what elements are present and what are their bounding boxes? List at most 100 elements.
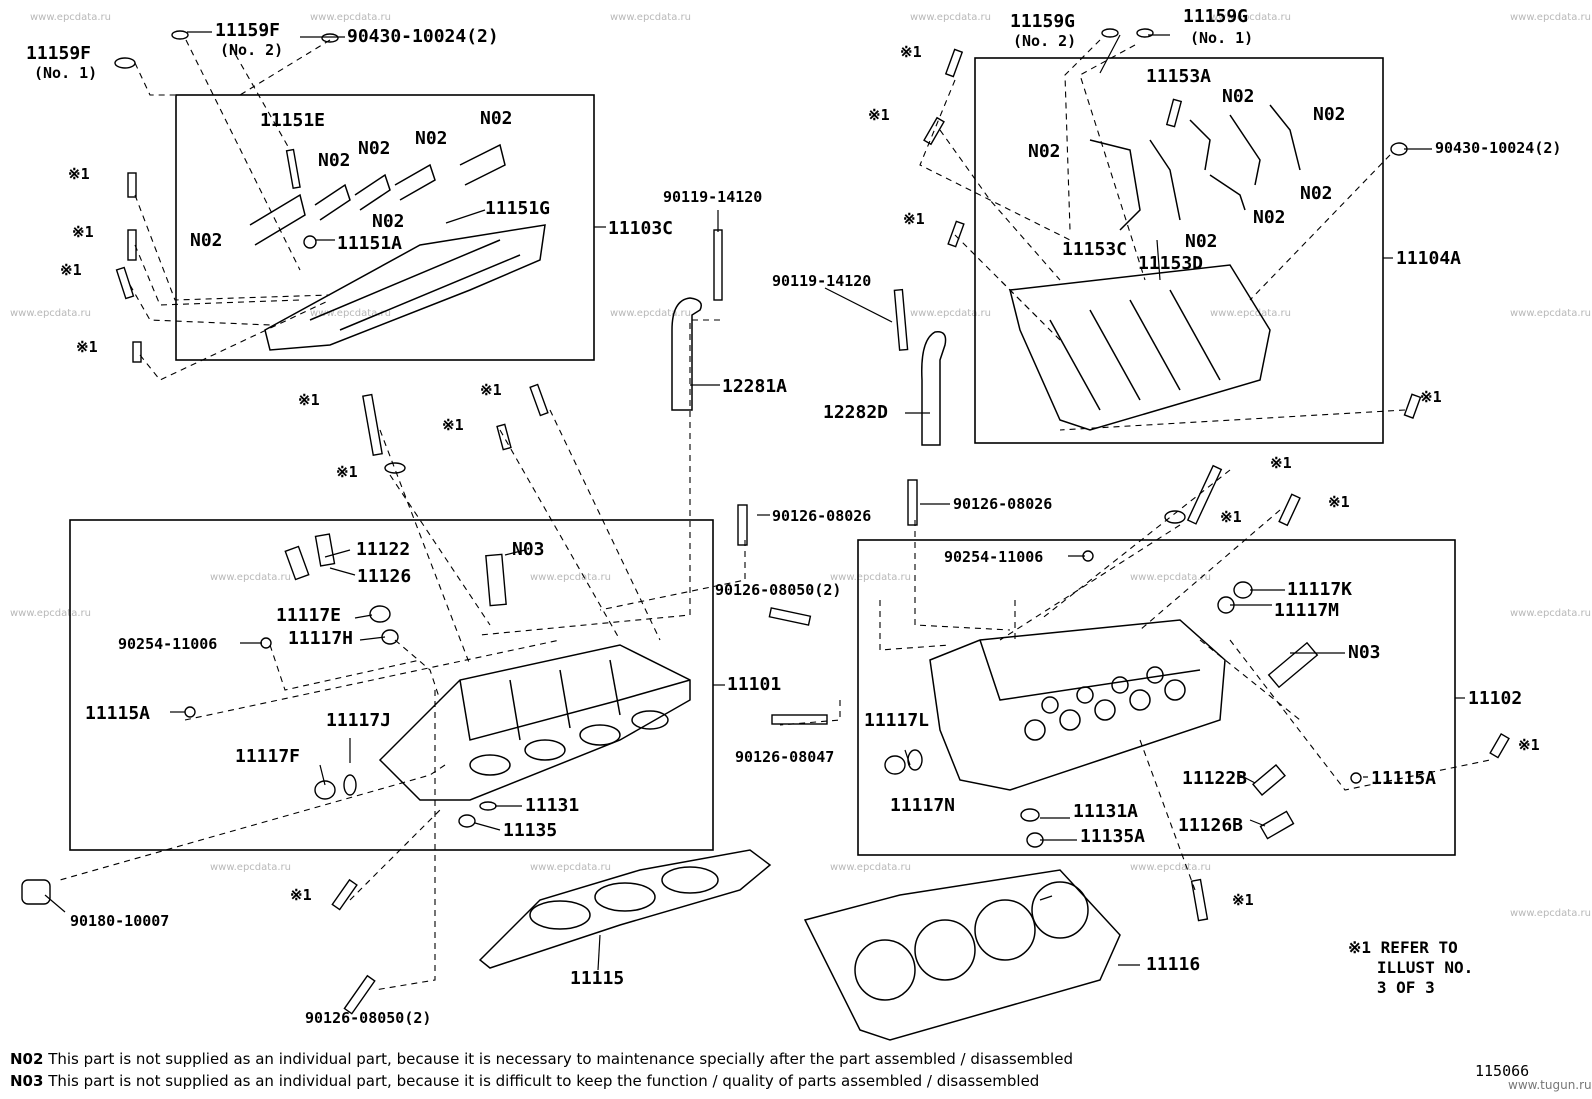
label-90126-08050-b[interactable]: 90126-08050(2): [305, 1009, 432, 1027]
bolt: [1403, 393, 1422, 419]
label-11117F[interactable]: 11117F: [235, 746, 301, 767]
footnote-code: N03: [10, 1072, 44, 1090]
label-11104A[interactable]: 11104A: [1396, 248, 1462, 269]
label-11153D[interactable]: 11153D: [1138, 253, 1204, 274]
label-11151A[interactable]: 11151A: [337, 233, 403, 254]
label-n03: N03: [1348, 642, 1381, 663]
label-11115[interactable]: 11115: [570, 968, 625, 989]
watermark: www.epcdata.ru: [210, 862, 291, 873]
label-11117K[interactable]: 11117K: [1287, 579, 1353, 600]
watermark: www.epcdata.ru: [10, 608, 91, 619]
label-n02: N02: [1222, 86, 1255, 107]
label-11117J[interactable]: 11117J: [326, 710, 392, 731]
cam-housing-right: [1009, 104, 1301, 431]
label-11122B[interactable]: 11122B: [1182, 768, 1248, 789]
label-90126-08047[interactable]: 90126-08047: [735, 748, 835, 766]
frame-11104A: [974, 57, 1384, 444]
label-ref1: ※1: [60, 261, 82, 279]
dowel: [1252, 764, 1286, 796]
label-11117N[interactable]: 11117N: [890, 795, 956, 816]
footnote-n03: N03 This part is not supplied as an indi…: [10, 1072, 1039, 1090]
label-90126-08026-a[interactable]: 90126-08026: [772, 507, 872, 525]
watermark: www.epcdata.ru: [310, 308, 391, 319]
label-ref1: ※1: [72, 223, 94, 241]
label-11122[interactable]: 11122: [356, 539, 411, 560]
label-11159G-no2[interactable]: 11159G: [1010, 11, 1076, 32]
label-11126[interactable]: 11126: [357, 566, 412, 587]
label-11151G[interactable]: 11151G: [485, 198, 551, 219]
bolt: [944, 48, 964, 78]
watermark: www.epcdata.ru: [1510, 608, 1591, 619]
bolt: [1278, 493, 1301, 527]
watermark: www.epcdata.ru: [1130, 572, 1211, 583]
label-11159G-no1-qualifier: (No. 1): [1190, 29, 1254, 47]
label-n02: N02: [358, 138, 391, 159]
label-90119-14120-a[interactable]: 90119-14120: [663, 188, 763, 206]
label-90180-10007[interactable]: 90180-10007: [70, 912, 170, 930]
stud: [713, 229, 723, 301]
label-ref1: ※1: [68, 165, 90, 183]
bolt: [923, 116, 945, 146]
label-11159F-no2[interactable]: 11159F: [215, 20, 281, 41]
bolt: [127, 172, 137, 198]
diagram-code: 115066: [1475, 1062, 1530, 1080]
label-n02: N02: [1028, 141, 1061, 162]
label-11115A-left[interactable]: 11115A: [85, 703, 151, 724]
dowel: [485, 553, 507, 607]
label-90119-14120-b[interactable]: 90119-14120: [772, 272, 872, 290]
watermark: www.epcdata.ru: [1510, 12, 1591, 23]
label-11153C[interactable]: 11153C: [1062, 239, 1128, 260]
label-ref1: ※1: [1328, 493, 1350, 511]
label-11117L[interactable]: 11117L: [864, 710, 930, 731]
label-90430-left[interactable]: 90430-10024(2): [347, 26, 499, 47]
label-90126-08026-b[interactable]: 90126-08026: [953, 495, 1053, 513]
label-90254-left[interactable]: 90254-11006: [118, 635, 218, 653]
label-11159G-no1[interactable]: 11159G: [1183, 6, 1249, 27]
label-n03: N03: [512, 539, 545, 560]
label-n02: N02: [415, 128, 448, 149]
bolt: [127, 229, 137, 261]
label-11135A[interactable]: 11135A: [1080, 826, 1146, 847]
label-11126B[interactable]: 11126B: [1178, 815, 1244, 836]
bolt: [115, 266, 135, 300]
label-11117E[interactable]: 11117E: [276, 605, 342, 626]
footnote-n02: N02 This part is not supplied as an indi…: [10, 1050, 1073, 1068]
label-ref1: ※1: [290, 886, 312, 904]
dowel: [284, 545, 310, 581]
label-ref1: ※1: [442, 416, 464, 434]
watermark: www.epcdata.ru: [530, 572, 611, 583]
label-11159F-no1[interactable]: 11159F: [26, 43, 92, 64]
label-12281A[interactable]: 12281A: [722, 376, 788, 397]
label-11101[interactable]: 11101: [727, 674, 782, 695]
label-11115A-right[interactable]: 11115A: [1371, 768, 1437, 789]
label-90254-right[interactable]: 90254-11006: [944, 548, 1044, 566]
bolt: [947, 220, 965, 248]
label-11117M[interactable]: 11117M: [1274, 600, 1340, 621]
watermark: www.epcdata.ru: [910, 12, 991, 23]
watermark: www.epcdata.ru: [1210, 308, 1291, 319]
label-11131[interactable]: 11131: [525, 795, 580, 816]
watermark: www.epcdata.ru: [1130, 862, 1211, 873]
label-12282D[interactable]: 12282D: [823, 402, 889, 423]
label-11103C[interactable]: 11103C: [608, 218, 674, 239]
watermark: www.epcdata.ru: [10, 308, 91, 319]
stud: [907, 479, 918, 526]
bolt: [496, 423, 512, 451]
label-11116[interactable]: 11116: [1146, 954, 1201, 975]
label-11135[interactable]: 11135: [503, 820, 558, 841]
watermark: www.epcdata.ru: [1510, 308, 1591, 319]
label-11102[interactable]: 11102: [1468, 688, 1523, 709]
label-11117H[interactable]: 11117H: [288, 628, 354, 649]
label-ref1: ※1: [900, 43, 922, 61]
label-11159F-no1-qualifier: (No. 1): [34, 64, 98, 82]
label-90126-08050-a[interactable]: 90126-08050(2): [715, 581, 842, 599]
label-90430-right[interactable]: 90430-10024(2): [1435, 139, 1562, 157]
label-11131A[interactable]: 11131A: [1073, 801, 1139, 822]
watermark: www.epcdata.ru: [830, 862, 911, 873]
label-11151E[interactable]: 11151E: [260, 110, 326, 131]
bolt: [132, 341, 142, 363]
dowel: [314, 533, 336, 567]
stud: [1190, 878, 1209, 922]
label-11153A[interactable]: 11153A: [1146, 66, 1212, 87]
